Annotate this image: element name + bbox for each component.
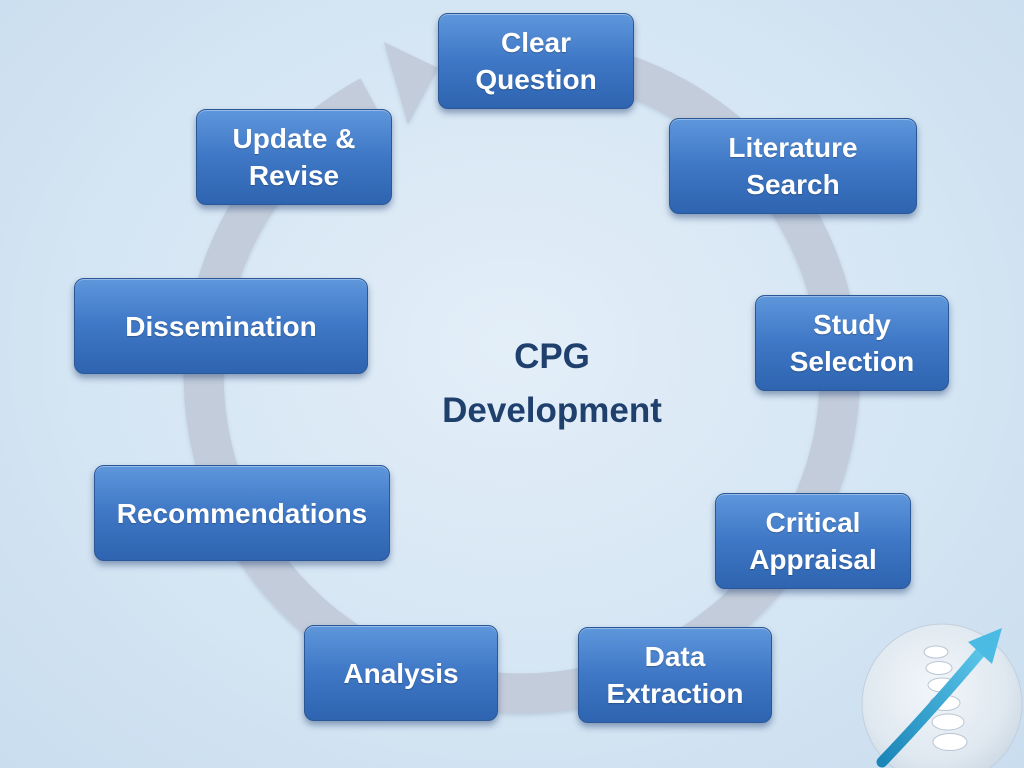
step-data-extraction: Data Extraction: [578, 627, 772, 723]
step-dissemination: Dissemination: [74, 278, 368, 374]
step-recommendations: Recommendations: [94, 465, 390, 561]
spine-arrow-logo: [861, 623, 1023, 768]
center-title: CPG Development: [442, 337, 662, 430]
step-analysis: Analysis: [304, 625, 498, 721]
step-update-revise: Update & Revise: [196, 109, 392, 205]
step-study-selection: Study Selection: [755, 295, 949, 391]
step-literature-search: Literature Search: [669, 118, 917, 214]
step-clear-question: Clear Question: [438, 13, 634, 109]
step-critical-appraisal: Critical Appraisal: [715, 493, 911, 589]
